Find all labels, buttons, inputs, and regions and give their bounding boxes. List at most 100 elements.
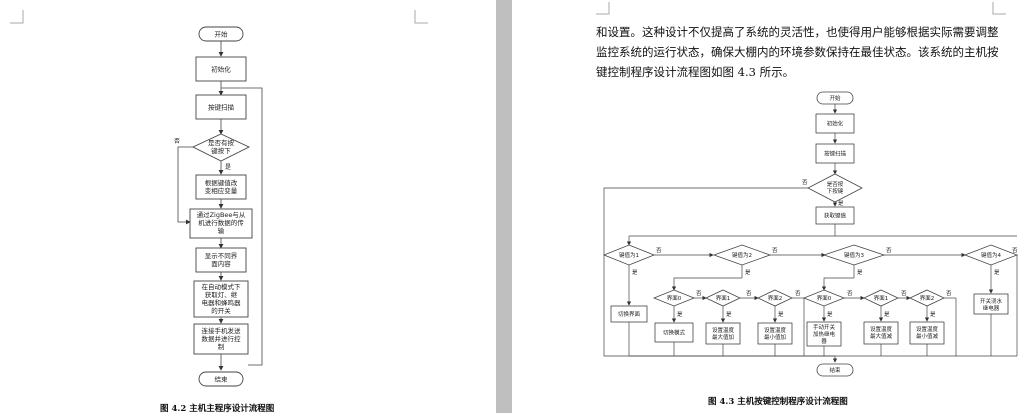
yes-label-key3: 是 (857, 269, 863, 276)
corner-mark-top-right (992, 2, 1006, 15)
figure-caption-4-2: 图 4.2 主机主程序设计流程图 (160, 404, 275, 413)
decision-line-2: 键按下 (211, 146, 231, 155)
step5-line-3: 制 (218, 342, 225, 351)
end-label: 结束 (829, 366, 841, 374)
start-label: 开始 (829, 94, 841, 102)
key2-label: 键值为2 (732, 251, 752, 259)
switch-ui-box (610, 305, 648, 323)
start-terminal (816, 91, 854, 105)
start-terminal (198, 26, 244, 42)
decision-line-2: 下按键 (827, 187, 844, 195)
k3-if0-label: 界面0 (817, 295, 832, 302)
decision-line-1: 是否有按 (208, 138, 235, 147)
key1-decision (602, 244, 656, 266)
key3-decision (822, 244, 886, 266)
temp-max-up-line-2: 最大值加 (712, 333, 734, 341)
left-document-page: 开始 初始化 按键扫描 是否有按 键按下 否 是 根据键值改 变相应变量 通过Z… (0, 0, 496, 413)
key3-interface2-decision (909, 289, 945, 307)
pump-line-1: 开关浇水 (980, 297, 1003, 305)
switch-mode-box (654, 322, 694, 343)
step1-line-2: 变相应变量 (205, 186, 238, 195)
no-label-main: 否 (802, 179, 808, 186)
key2-decision (712, 244, 772, 266)
no-label-k3-if0: 否 (847, 290, 853, 297)
manual-heat-box (806, 321, 842, 347)
yes-label-k3-if2: 是 (930, 311, 936, 318)
pump-line-2: 继电器 (983, 304, 1000, 312)
paragraph-line-3: 键控制程序设计流程图如图 4.3 所示。 (596, 65, 795, 79)
temp-min-down-box (909, 321, 945, 345)
temp-max-down-line-1: 设置温度 (870, 325, 893, 333)
no-label-k2-if0: 否 (696, 290, 702, 297)
yes-label-k3-if1: 是 (884, 311, 890, 318)
change-variable-box (195, 174, 247, 200)
temp-max-down-box (863, 321, 899, 345)
start-label: 开始 (215, 30, 229, 39)
key2-interface2-decision (757, 289, 793, 307)
key-pressed-decision (807, 173, 863, 203)
temp-min-up-box (757, 322, 793, 345)
get-key-label: 获取键值 (824, 212, 847, 220)
init-label: 初始化 (827, 120, 844, 128)
temp-min-up-line-1: 设置温度 (764, 326, 787, 334)
key3-interface1-decision (863, 289, 899, 307)
main-program-flowchart: 开始 初始化 按键扫描 是否有按 键按下 否 是 根据键值改 变相应变量 通过Z… (174, 26, 263, 387)
get-key-box (815, 206, 855, 225)
key-control-flowchart: 开始 初始化 按键扫描 是否按 下按键 获取键值 键值为1 键值为2 键值为3 … (602, 91, 1019, 377)
key-pressed-decision (191, 133, 251, 162)
init-box (815, 113, 855, 134)
yes-label-k2-if1: 是 (726, 311, 732, 318)
manual-line-1: 手动开关 (813, 323, 836, 331)
yes-label-k2-if0: 是 (677, 311, 683, 318)
body-paragraph: 和设置。这种设计不仅提高了系统的灵活性，也使得用户能够根据实际需要调整 监控系统… (596, 22, 1006, 82)
step2-line-1: 通过ZigBee与从 (197, 210, 246, 219)
no-label-k3-if1: 否 (901, 290, 907, 297)
step5-line-1: 连接手机发送 (202, 326, 242, 335)
scan-box (195, 94, 247, 120)
switch-mode-label: 切换模式 (663, 329, 686, 337)
yes-label-k2-if2: 是 (778, 311, 784, 318)
end-terminal (198, 371, 244, 387)
scan-label: 按键扫描 (208, 103, 235, 112)
key4-label: 键值为4 (981, 251, 1002, 259)
right-document-page: 和设置。这种设计不仅提高了系统的灵活性，也使得用户能够根据实际需要调整 监控系统… (512, 0, 1024, 413)
no-label-key4: 否 (1012, 247, 1018, 254)
key1-label: 键值为1 (619, 251, 639, 259)
temp-max-up-box (705, 322, 741, 345)
corner-mark-top-right (414, 10, 428, 24)
step4-line-1: 在自动模式下 (202, 282, 242, 291)
step2-line-2: 机进行数据的传 (198, 218, 244, 227)
manual-line-2: 加热继电 (813, 330, 836, 338)
key3-label: 键值为3 (844, 251, 865, 259)
temp-min-down-line-1: 设置温度 (916, 325, 939, 333)
step4-line-2: 获取灯、继 (205, 290, 238, 299)
end-label: 结束 (215, 375, 229, 384)
k2-if1-label: 界面1 (716, 295, 731, 302)
yes-label-main: 是 (838, 200, 844, 207)
step3-line-1: 显示不同界 (205, 252, 238, 260)
key4-decision (963, 244, 1019, 266)
pump-relay-box (973, 293, 1009, 315)
yes-label: 是 (225, 164, 231, 171)
k2-if0-label: 界面0 (667, 295, 682, 302)
step4-line-3: 电器和蜂鸣器 (202, 298, 242, 307)
step3-line-2: 面内容 (211, 259, 231, 268)
key2-interface1-decision (705, 289, 741, 307)
yes-label-k3-if0: 是 (827, 311, 833, 318)
no-label-k3-if2: 否 (946, 290, 952, 297)
no-label-key3: 否 (886, 247, 892, 254)
key2-interface0-decision (652, 289, 696, 307)
k3-if2-label: 界面2 (920, 295, 935, 302)
step5-line-2: 数据并进行控 (202, 334, 242, 343)
decision-line-1: 是否按 (827, 180, 844, 188)
switch-ui-label: 切换界面 (618, 310, 641, 318)
key3-interface0-decision (802, 289, 846, 307)
k2-if2-label: 界面2 (768, 295, 783, 302)
zigbee-transfer-box (189, 208, 253, 239)
temp-max-down-line-2: 最大值减 (870, 332, 893, 340)
temp-max-up-line-1: 设置温度 (712, 326, 735, 334)
no-label-k2-if1: 否 (746, 290, 752, 297)
corner-mark-top-left (596, 2, 610, 15)
no-label-key2: 否 (772, 247, 778, 254)
corner-mark-top-left (10, 10, 24, 24)
